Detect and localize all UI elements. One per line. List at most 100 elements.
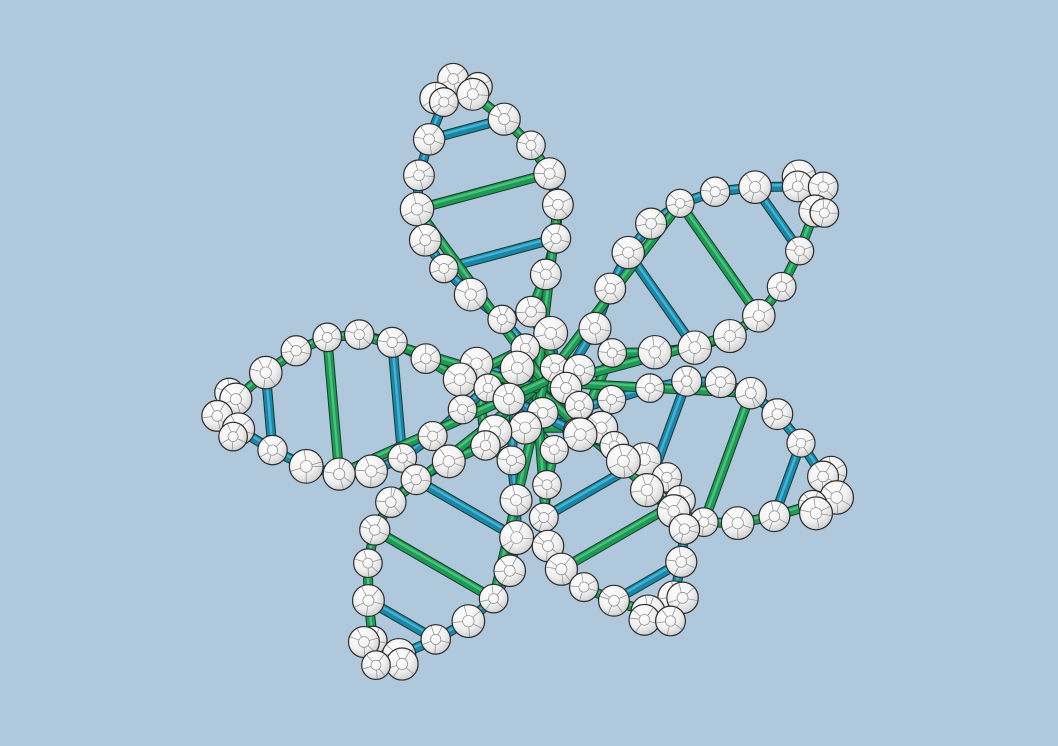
atom-sphere-icon	[470, 430, 501, 461]
bond-rod-icon	[678, 200, 761, 316]
atom-sphere-icon	[809, 198, 840, 228]
bond-rod-icon	[370, 525, 498, 603]
atom-sphere-icon	[766, 271, 797, 302]
bond-rod-icon	[702, 390, 753, 522]
bond-rod-icon	[325, 334, 341, 474]
atom-sphere-icon	[408, 223, 442, 257]
atom-sphere-icon	[597, 338, 628, 368]
atom-sphere-icon	[375, 486, 407, 518]
atom-sphere-icon	[248, 355, 283, 390]
atom-sphere-icon	[611, 235, 645, 270]
atom-sphere-icon	[288, 448, 324, 484]
atom-sphere-icon	[758, 500, 791, 533]
atom-sphere-icon	[539, 434, 569, 465]
atom-sphere-icon	[628, 603, 661, 636]
atom-sphere-icon	[447, 394, 478, 425]
atom-sphere-icon	[487, 304, 517, 335]
atom-sphere-icon	[597, 584, 630, 617]
atom-sphere-icon	[562, 417, 598, 452]
atom-sphere-icon	[671, 365, 703, 397]
bond-rod-icon	[414, 476, 518, 538]
atom-sphere-icon	[456, 77, 490, 111]
atom-sphere-icon	[541, 188, 574, 221]
atom-sphere-icon	[786, 428, 816, 458]
atom-sphere-icon	[785, 236, 815, 266]
atom-sphere-icon	[699, 176, 731, 208]
bond-rod-icon	[413, 169, 554, 214]
atom-sphere-icon	[666, 581, 699, 615]
atom-sphere-icon	[429, 253, 459, 284]
atom-sphere-icon	[496, 445, 527, 476]
atom-sphere-icon	[417, 420, 448, 452]
atom-sphere-icon	[499, 483, 533, 517]
atom-sphere-icon	[629, 473, 665, 508]
atom-sphere-icon	[385, 647, 419, 681]
atom-sphere-icon	[807, 171, 839, 203]
bond-rod-icon	[412, 475, 521, 542]
atom-sphere-icon	[529, 258, 562, 291]
atom-sphere-icon	[312, 322, 343, 353]
atom-sphere-icon	[596, 384, 627, 415]
atom-sphere-icon	[741, 298, 776, 333]
atom-layer	[201, 62, 855, 681]
atom-sphere-icon	[376, 326, 408, 358]
atom-sphere-icon	[704, 366, 737, 399]
atom-sphere-icon	[487, 102, 521, 136]
atom-sphere-icon	[410, 343, 442, 375]
atom-sphere-icon	[351, 584, 385, 618]
atom-sphere-icon	[442, 362, 478, 397]
atom-sphere-icon	[516, 130, 546, 161]
atom-sphere-icon	[635, 207, 668, 240]
bond-rod-icon	[373, 527, 495, 599]
atom-sphere-icon	[578, 311, 612, 346]
atom-sphere-icon	[533, 315, 569, 351]
atom-sphere-icon	[400, 464, 432, 496]
atom-sphere-icon	[761, 398, 794, 431]
atom-sphere-icon	[399, 191, 435, 227]
atom-sphere-icon	[492, 382, 526, 416]
atom-sphere-icon	[451, 604, 486, 639]
atom-sphere-icon	[677, 330, 713, 365]
atom-sphere-icon	[453, 277, 488, 312]
atom-sphere-icon	[412, 123, 446, 156]
atom-sphere-icon	[655, 605, 686, 637]
atom-sphere-icon	[668, 513, 701, 545]
atom-sphere-icon	[322, 457, 356, 491]
atom-sphere-icon	[544, 552, 579, 586]
atom-sphere-icon	[665, 545, 698, 579]
atom-sphere-icon	[499, 350, 535, 386]
atom-sphere-icon	[799, 496, 834, 531]
atom-sphere-icon	[540, 223, 572, 254]
atom-sphere-icon	[353, 548, 383, 579]
atom-sphere-icon	[738, 170, 772, 205]
bond-rod-icon	[390, 339, 404, 458]
atom-sphere-icon	[568, 572, 600, 603]
atom-sphere-icon	[359, 514, 391, 546]
atom-sphere-icon	[635, 373, 665, 403]
atom-sphere-icon	[257, 434, 288, 466]
bond-rod-icon	[626, 249, 697, 348]
atom-sphere-icon	[712, 318, 747, 354]
atom-sphere-icon	[528, 502, 559, 533]
atom-sphere-icon	[420, 624, 452, 655]
atom-sphere-icon	[280, 335, 312, 367]
atom-sphere-icon	[605, 443, 641, 479]
atom-sphere-icon	[515, 295, 547, 328]
atom-sphere-icon	[720, 506, 755, 541]
atom-sphere-icon	[347, 625, 380, 659]
atom-sphere-icon	[354, 454, 389, 489]
atom-sphere-icon	[478, 583, 509, 614]
atom-sphere-icon	[218, 421, 248, 452]
atom-sphere-icon	[665, 188, 695, 218]
atom-sphere-icon	[533, 157, 567, 191]
atom-sphere-icon	[361, 650, 391, 681]
atom-sphere-icon	[493, 554, 527, 588]
atom-sphere-icon	[564, 390, 595, 421]
atom-sphere-icon	[431, 444, 466, 479]
atom-sphere-icon	[499, 520, 535, 556]
atom-sphere-icon	[594, 272, 627, 305]
atom-sphere-icon	[508, 410, 543, 445]
bond-rod-icon	[442, 235, 558, 269]
